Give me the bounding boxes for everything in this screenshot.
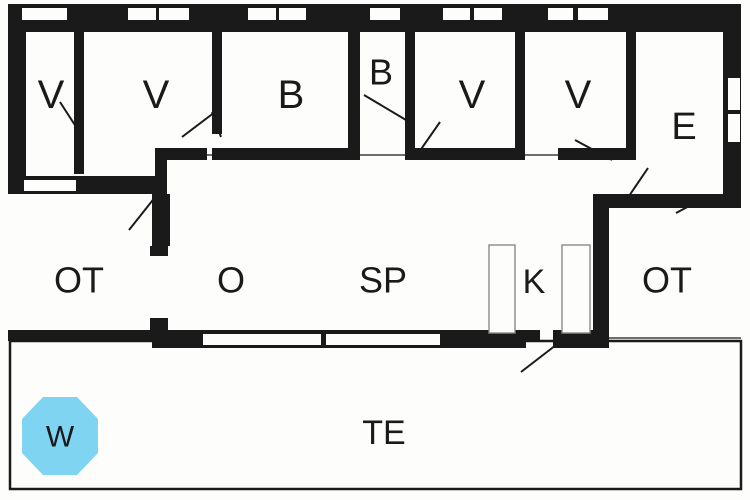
kitchen-openings xyxy=(488,244,591,334)
w-marker[interactable]: W xyxy=(22,397,98,475)
interior-thin-lines xyxy=(10,154,741,342)
room-label-v-4: V xyxy=(565,73,592,117)
ot-partition-window xyxy=(153,256,165,318)
room-label-b-2: B xyxy=(369,52,393,93)
door-swings xyxy=(59,94,711,373)
top-wall-windows xyxy=(22,8,608,20)
w-marker-label: W xyxy=(46,421,75,454)
right-wall-windows xyxy=(728,78,740,142)
room-label-te-1: TE xyxy=(362,414,405,452)
sp-bottom-windows xyxy=(203,334,440,345)
room-label-b-1: B xyxy=(278,73,305,117)
octagon-shape xyxy=(22,397,98,475)
room-label-k-1: K xyxy=(523,263,546,301)
terrace-outline xyxy=(8,339,743,491)
room-label-o-1: O xyxy=(217,260,245,301)
room-label-v-3: V xyxy=(459,73,486,117)
room-label-v-2: V xyxy=(143,73,170,117)
room-label-ot-1: OT xyxy=(54,260,104,301)
room-label-ot-2: OT xyxy=(642,260,692,301)
room-label-v-1: V xyxy=(38,73,65,117)
room-label-sp-1: SP xyxy=(359,260,407,301)
left-block-window xyxy=(24,180,76,191)
room-label-e-1: E xyxy=(671,106,696,148)
